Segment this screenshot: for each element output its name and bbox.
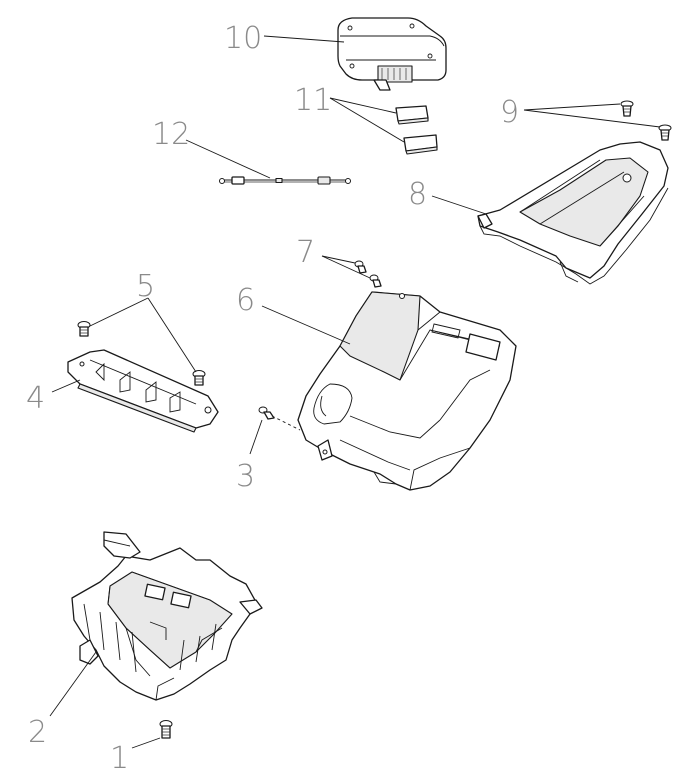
- leader-11b: [329, 97, 405, 143]
- part-11-pads: [395, 105, 438, 155]
- callout-3: 3: [236, 459, 255, 494]
- leader-7b: [321, 255, 371, 279]
- part-5-screws: [77, 321, 206, 386]
- leader-12: [185, 139, 271, 179]
- leader-11a: [329, 97, 397, 114]
- callout-labels: 10 11 12 9 8 7 6 5 4 3 2 1: [26, 21, 519, 776]
- leader-7a: [321, 255, 356, 264]
- callout-12: 12: [152, 117, 190, 152]
- leader-6: [261, 305, 351, 345]
- leader-5b: [147, 297, 197, 373]
- leader-8: [431, 195, 487, 215]
- leader-5a: [89, 297, 149, 327]
- callout-8: 8: [408, 177, 427, 212]
- leader-4: [51, 379, 81, 393]
- callout-10: 10: [224, 21, 262, 56]
- leader-3: [249, 419, 263, 455]
- part-4-bracket: [67, 349, 219, 433]
- leader-10: [263, 35, 345, 43]
- part-1-bolt: [159, 720, 173, 739]
- callout-5: 5: [136, 269, 155, 304]
- callout-9: 9: [500, 95, 519, 130]
- part-7-screws: [354, 260, 382, 288]
- part-12-cable: [219, 176, 351, 185]
- part-6-main-cover: [297, 291, 517, 491]
- callout-11: 11: [294, 83, 332, 118]
- part-9-screws: [620, 100, 672, 141]
- part-8-tray-cover: [477, 141, 669, 285]
- callout-2: 2: [28, 715, 47, 750]
- leader-2: [49, 651, 97, 717]
- part-3-screw: [258, 406, 275, 420]
- leader-1: [131, 737, 161, 749]
- callout-7: 7: [296, 235, 315, 270]
- callout-6: 6: [236, 283, 255, 318]
- part-10-control-module: [337, 17, 447, 91]
- leader-9b: [523, 109, 661, 128]
- callout-4: 4: [26, 381, 45, 416]
- callout-1: 1: [110, 741, 129, 776]
- leader-lines: [49, 35, 661, 749]
- leader-3-dash: [271, 415, 301, 431]
- part-2-battery-tray: [71, 531, 263, 701]
- leader-9a: [523, 103, 621, 111]
